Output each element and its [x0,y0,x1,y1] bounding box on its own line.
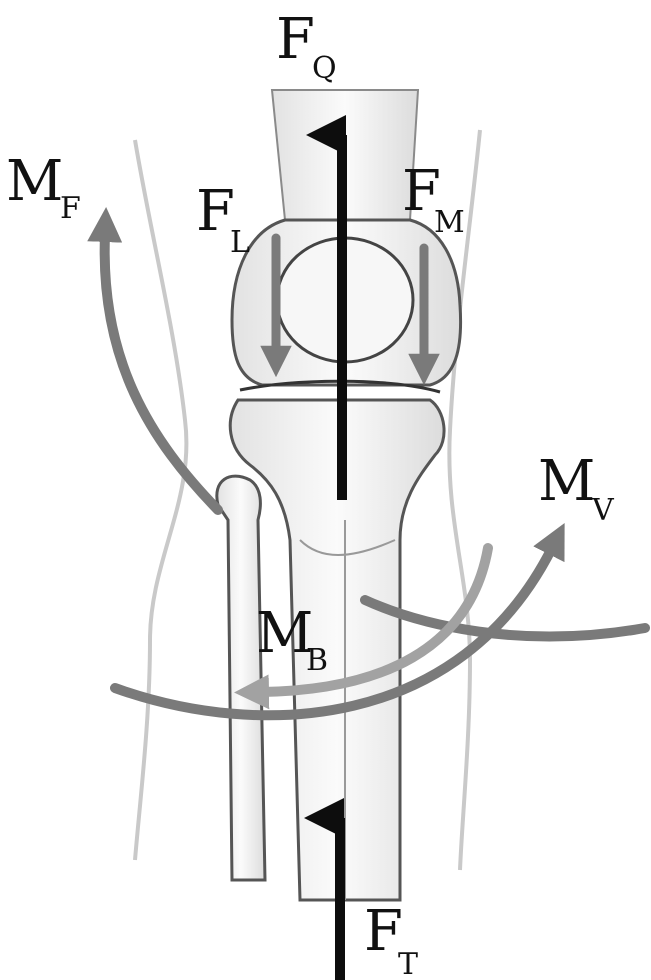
label-fm-sub: M [434,205,465,240]
label-fq: F Q [276,7,337,86]
label-mb-main: M [256,601,313,666]
label-mf: M F [6,149,81,226]
label-fl-sub: L [230,225,250,260]
label-fq-main: F [276,7,315,72]
label-ft-sub: T [398,947,418,980]
label-mf-main: M [6,149,63,214]
label-mv: M V [538,449,615,528]
label-mb-sub: B [306,643,328,678]
label-mv-main: M [538,449,595,514]
fibula [217,476,265,880]
label-ft: F T [364,899,418,980]
label-fq-sub: Q [312,51,337,86]
label-mv-sub: V [591,493,615,528]
label-fl: F L [196,179,250,260]
label-mf-sub: F [60,191,81,226]
